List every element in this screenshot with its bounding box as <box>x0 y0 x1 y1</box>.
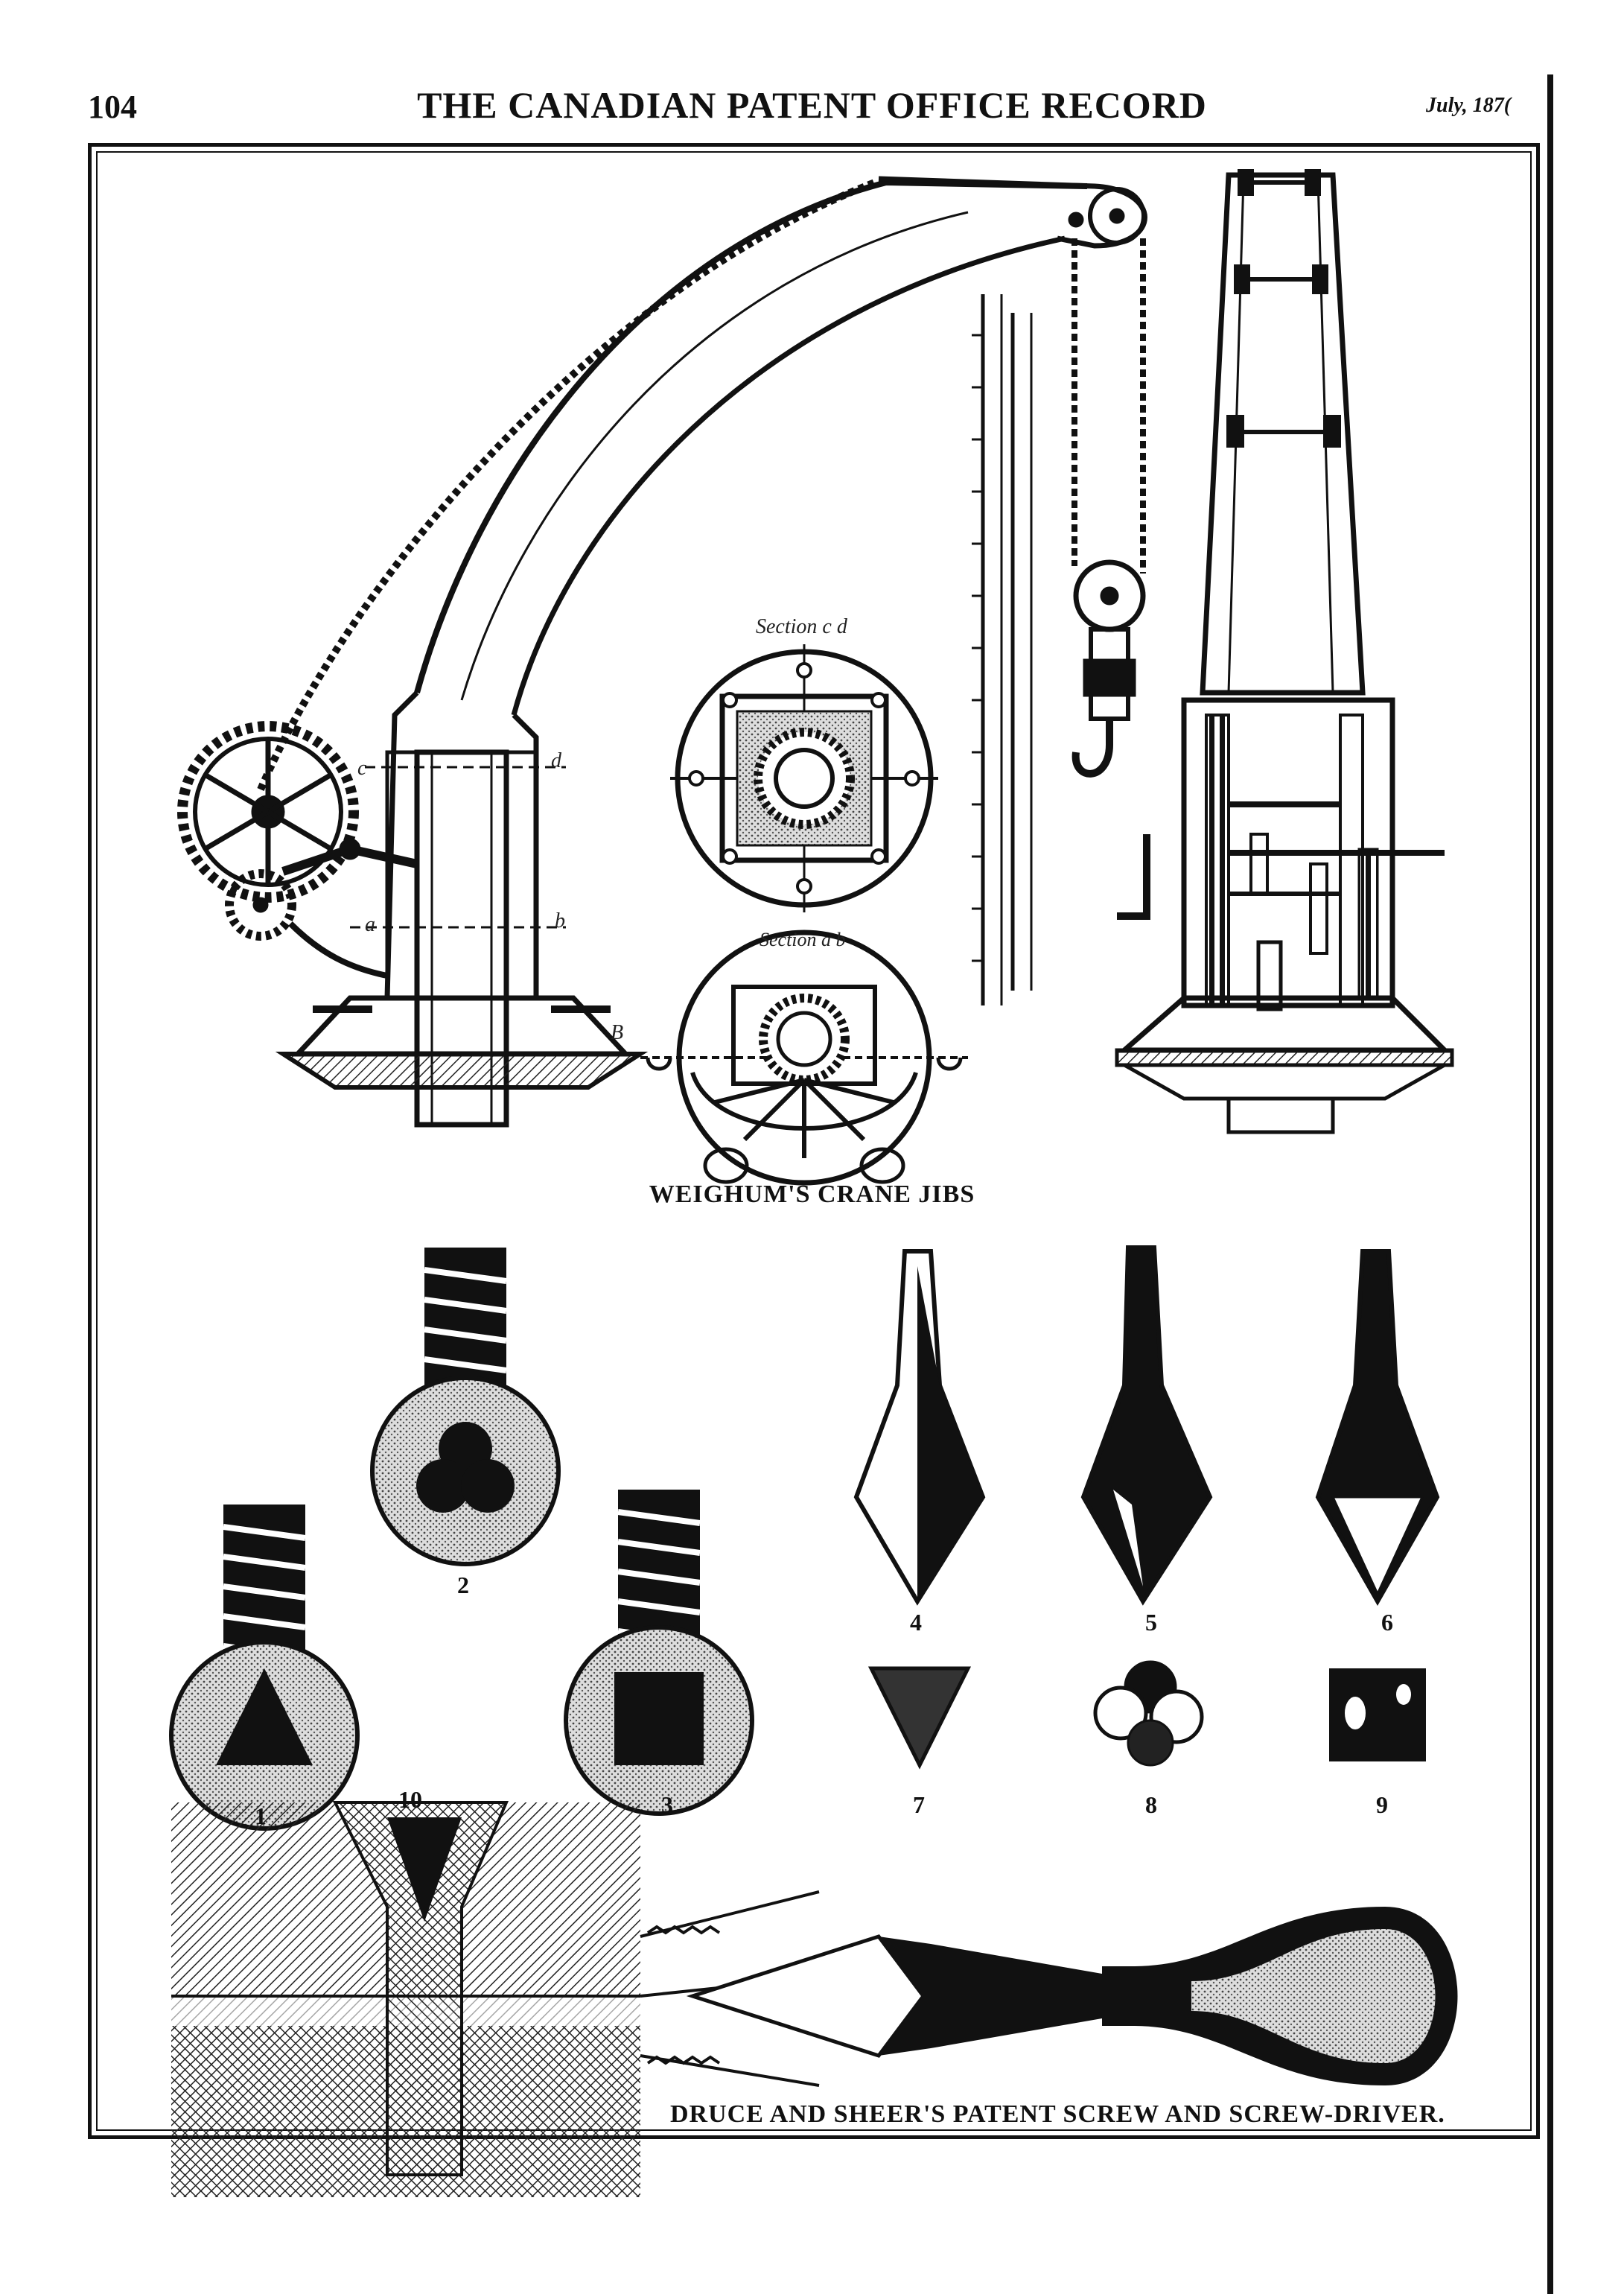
screw-figure-1 <box>169 1505 360 1831</box>
figure-number-2: 2 <box>457 1572 469 1598</box>
screw-driver-drawing <box>640 1890 1458 2087</box>
figure-number-8: 8 <box>1145 1791 1157 1818</box>
letter-a: a <box>365 913 375 936</box>
figure-number-10: 10 <box>398 1786 422 1813</box>
figure-number-3: 3 <box>661 1791 673 1818</box>
section-ab-view <box>640 930 968 1186</box>
section-cd-label: Section c d <box>756 615 848 638</box>
figure-number-9: 9 <box>1376 1791 1388 1818</box>
driver-tip-figure-6 <box>1315 1249 1440 1607</box>
section-cd-view <box>670 644 938 912</box>
tip-section-figure-9 <box>1329 1668 1426 1761</box>
figure-number-4: 4 <box>910 1609 922 1636</box>
page-number: 104 <box>88 89 137 125</box>
letter-d: d <box>551 749 562 772</box>
letter-c: c <box>357 757 367 780</box>
screw-caption: DRUCE AND SHEER'S PATENT SCREW AND SCREW… <box>670 2100 1445 2128</box>
plate-border <box>88 143 1540 2139</box>
screw-figure-2 <box>370 1248 561 1566</box>
edge-rule <box>1547 74 1553 2294</box>
letter-B: B <box>611 1021 623 1044</box>
crane-side-elevation <box>177 176 1147 1128</box>
driver-tip-figure-4 <box>853 1249 986 1606</box>
screw-in-wood-figure-10 <box>171 1801 640 2197</box>
tip-section-figure-8 <box>1093 1660 1204 1767</box>
running-title: THE CANADIAN PATENT OFFICE RECORD <box>417 84 1207 126</box>
figure-number-1: 1 <box>255 1802 267 1829</box>
crane-caption: WEIGHUM'S CRANE JIBS <box>649 1181 975 1208</box>
driver-tip-figure-5 <box>1080 1245 1213 1606</box>
crane-front-elevation <box>1115 169 1454 1134</box>
figure-number-7: 7 <box>913 1791 925 1818</box>
figure-number-6: 6 <box>1381 1609 1393 1636</box>
section-ab-label: Section a b <box>760 929 846 950</box>
screw-figure-3 <box>564 1490 754 1816</box>
letter-b: b <box>555 909 565 932</box>
figure-number-5: 5 <box>1145 1609 1157 1636</box>
running-date: July, 187( <box>1426 94 1512 117</box>
tip-section-figure-7 <box>867 1666 972 1770</box>
